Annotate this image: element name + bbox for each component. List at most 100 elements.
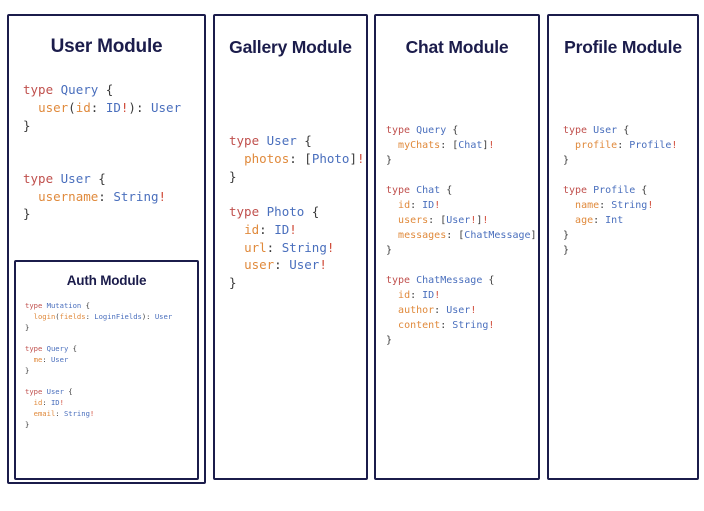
code-token-punc: : [440,320,453,331]
code-token-field: content [398,320,441,331]
code-token-punc [25,312,34,321]
code-token-bang: ! [434,290,441,301]
module-card-user[interactable]: User Module type Query { user(id: ID!): … [7,14,206,484]
code-token-type: Query [46,344,69,354]
code-token-punc: [ [440,215,447,226]
code-line: } [386,243,538,258]
code-token-type: ChatMessage [416,275,483,286]
code-token-type: User [446,215,471,226]
code-token-punc: : [289,150,305,166]
code-token-field: messages [398,230,447,241]
code-token-field: url [244,239,267,255]
code-token-punc: } [23,117,31,133]
code-token-punc [386,140,398,151]
code-line [386,258,538,273]
code-line: email: String! [25,409,197,420]
code-token-type: ID [422,290,435,301]
code-token-field: user [38,99,69,115]
code-line: author: User! [386,303,538,318]
code-line: type ChatMessage { [386,273,538,288]
code-token-punc [25,398,34,407]
code-line: } [25,420,197,431]
code-token-kw: type [386,185,417,196]
code-token-punc [386,215,398,226]
code-token-type: Photo [311,150,350,166]
schema-code-user: type Query { user(id: ID!): User} type U… [23,81,204,223]
code-line: url: String! [229,239,366,257]
code-token-type: Mutation [46,301,82,310]
code-token-punc [23,189,38,204]
code-token-field: author [398,305,435,316]
code-token-punc: : [98,188,114,204]
code-line [563,168,697,183]
code-token-bang: ! [289,221,297,237]
code-token-kw: type [25,387,47,397]
code-token-punc [563,200,575,211]
code-token-type: User [446,305,471,316]
code-token-punc: { [68,344,77,354]
code-line: type User { [229,132,366,150]
code-token-punc: } [229,275,237,290]
code-token-punc: : [410,290,423,301]
schema-code-profile: type User { profile: Profile!} type Prof… [563,123,697,258]
code-line: } [386,333,538,348]
module-card-gallery[interactable]: Gallery Module type User { photos: [Phot… [213,14,368,480]
code-token-punc: [ [458,230,465,241]
module-card-chat[interactable]: Chat Module type Query { myChats: [Chat]… [374,14,540,480]
code-line: id: ID! [25,398,197,409]
code-token-punc: : [266,239,282,255]
code-token-punc [386,200,398,211]
code-token-punc: { [635,185,648,196]
code-token-punc: } [25,365,30,375]
code-line: type Profile { [563,183,697,198]
code-line: } [229,274,366,292]
code-token-punc: { [63,387,73,397]
code-line: messages: [ChatMessage]! [386,228,538,243]
code-token-type: ID [274,221,290,237]
code-token-kw: type [229,204,267,219]
code-token-kw: type [386,275,417,286]
code-line: myChats: [Chat]! [386,138,538,153]
code-token-type: Query [416,125,447,136]
code-token-punc [563,140,575,151]
code-token-kw: type [563,125,594,136]
code-line: id: ID! [386,198,538,213]
code-line: } [23,117,204,135]
module-card-profile[interactable]: Profile Module type User { profile: Prof… [547,14,699,480]
code-token-punc [229,151,244,166]
code-token-field: fields [59,311,86,321]
code-line: type User { [25,387,197,398]
code-token-field: photos [244,150,290,166]
code-token-field: me [33,354,43,364]
code-line: age: Int [563,213,697,228]
code-token-punc [229,257,244,272]
code-token-type: Chat [416,185,441,196]
code-token-bang: ! [89,408,95,418]
code-line [386,168,538,183]
code-line: type Query { [25,344,197,355]
code-token-punc: { [440,185,453,196]
code-token-punc: : [410,200,423,211]
schema-code-auth: type Mutation { login(fields: LoginField… [25,301,197,431]
code-token-field: id [75,99,91,115]
code-token-field: age [575,215,594,226]
code-token-punc: { [98,82,114,97]
code-token-kw: type [563,185,594,196]
schema-code-gallery: type User { photos: [Photo]!} type Photo… [229,132,366,292]
code-token-punc: } [25,322,30,332]
module-title-auth: Auth Module [66,273,147,288]
code-token-punc: { [482,275,495,286]
code-token-punc [229,222,244,237]
code-token-field: id [398,200,411,211]
code-token-punc: : [274,257,290,273]
code-line: } [386,153,538,168]
module-title-profile: Profile Module [564,37,682,57]
code-token-bang: ! [647,200,654,211]
code-token-punc [386,290,398,301]
code-token-punc: { [90,170,106,186]
code-line: type User { [23,170,204,188]
code-token-punc [23,100,38,115]
code-line: } [563,243,697,258]
module-card-auth[interactable]: Auth Module type Mutation { login(fields… [14,260,199,480]
code-token-type: ID [50,398,60,408]
